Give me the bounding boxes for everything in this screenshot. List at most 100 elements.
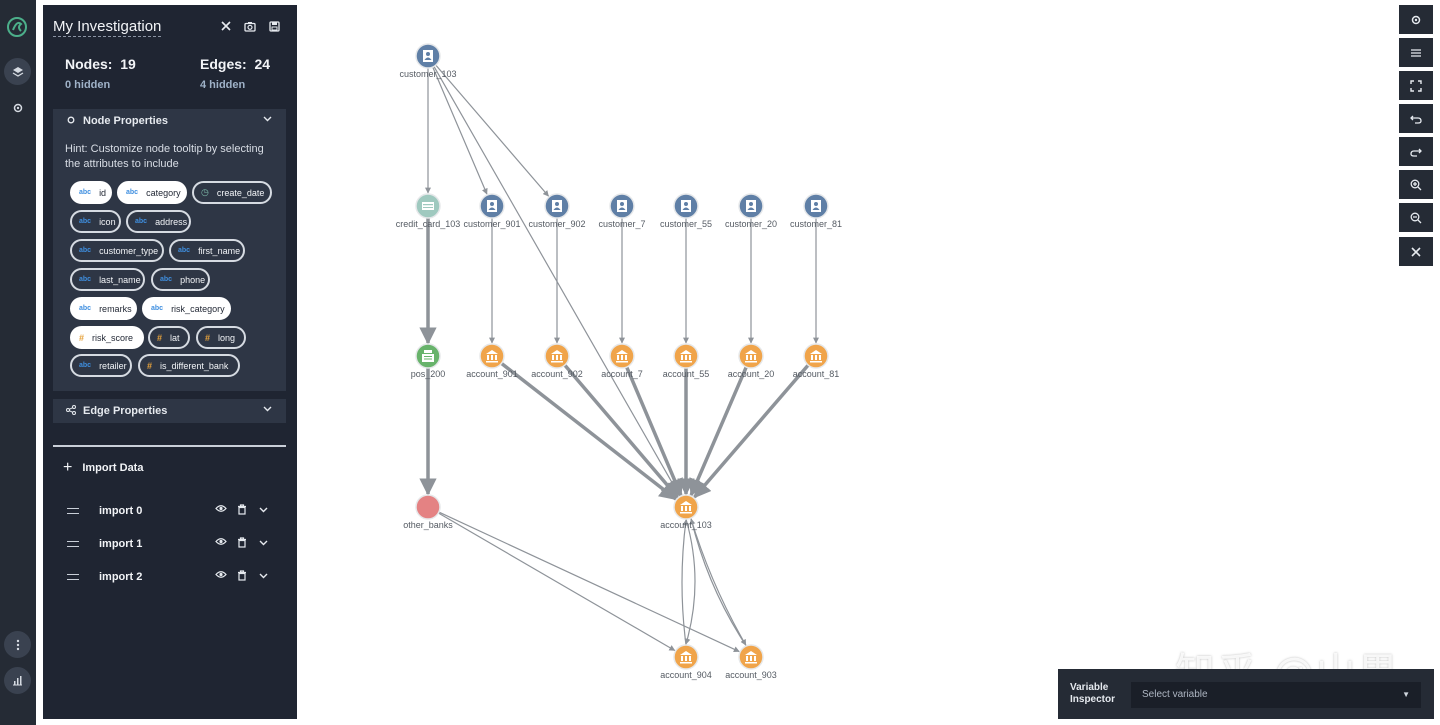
text-type-icon: abc xyxy=(126,189,139,196)
graph-node[interactable]: account_55 xyxy=(663,343,710,379)
graph-node[interactable]: pos_200 xyxy=(411,343,446,379)
graph-node[interactable]: account_902 xyxy=(531,343,583,379)
eye-icon[interactable] xyxy=(215,504,227,516)
graph-edge[interactable] xyxy=(435,64,549,197)
trash-icon[interactable] xyxy=(237,537,247,551)
save-icon[interactable] xyxy=(267,19,281,33)
chevron-down-icon[interactable] xyxy=(259,570,268,582)
variable-select-placeholder: Select variable xyxy=(1142,689,1208,700)
graph-node[interactable]: account_81 xyxy=(793,343,840,379)
graph-node[interactable]: account_904 xyxy=(660,644,712,680)
zoom-out-icon[interactable] xyxy=(1399,203,1433,232)
eye-icon[interactable] xyxy=(215,537,227,549)
graph-node[interactable]: account_903 xyxy=(725,644,777,680)
graph-node[interactable]: customer_20 xyxy=(725,193,777,229)
graph-edge[interactable] xyxy=(690,517,747,646)
graph-node[interactable]: customer_901 xyxy=(463,193,521,229)
graph-edge[interactable] xyxy=(689,366,748,497)
undo-icon[interactable] xyxy=(1399,104,1433,133)
text-type-icon: abc xyxy=(135,218,148,225)
graph-edge[interactable] xyxy=(684,518,696,645)
close-icon[interactable] xyxy=(219,19,233,33)
drag-handle-icon[interactable] xyxy=(67,541,79,547)
graph-node[interactable]: customer_902 xyxy=(528,193,586,229)
fullscreen-icon[interactable] xyxy=(1399,71,1433,100)
chevron-down-icon[interactable] xyxy=(259,504,268,516)
chevron-down-icon[interactable] xyxy=(259,537,268,549)
trash-icon[interactable] xyxy=(237,504,247,518)
variable-select[interactable]: Select variable ▼ xyxy=(1131,682,1421,708)
bank-node-circle[interactable] xyxy=(415,494,441,520)
graph-node[interactable]: customer_55 xyxy=(660,193,712,229)
graph-node[interactable]: account_103 xyxy=(660,494,712,530)
attribute-chip-create-date[interactable]: ◷create_date xyxy=(192,181,272,204)
gear-icon[interactable] xyxy=(4,94,31,121)
graph-edge[interactable] xyxy=(681,519,689,646)
customer-glyph-icon xyxy=(617,200,627,212)
trash-icon[interactable] xyxy=(237,570,247,584)
more-vertical-icon[interactable] xyxy=(4,631,31,658)
panel-title[interactable]: My Investigation xyxy=(53,18,162,37)
bar-chart-icon[interactable] xyxy=(4,667,31,694)
graph-node[interactable]: account_901 xyxy=(466,343,518,379)
graph-node[interactable]: customer_81 xyxy=(790,193,842,229)
graph-edge[interactable] xyxy=(432,66,488,195)
node-label: customer_55 xyxy=(660,219,712,229)
account-glyph-icon xyxy=(680,651,692,664)
graph-node[interactable]: other_banks xyxy=(403,494,453,530)
customer-glyph-icon xyxy=(811,200,821,212)
graph-edge[interactable] xyxy=(438,511,740,653)
attribute-chip-long[interactable]: #long xyxy=(196,326,246,349)
drag-handle-icon[interactable] xyxy=(67,508,79,514)
customer-glyph-icon xyxy=(746,200,756,212)
chevron-down-icon[interactable] xyxy=(263,404,272,415)
layers-icon[interactable] xyxy=(4,58,31,85)
edge-properties-header[interactable]: Edge Properties xyxy=(53,399,286,423)
zoom-in-icon[interactable] xyxy=(1399,170,1433,199)
graph-edge[interactable] xyxy=(500,361,678,501)
edge-properties-title: Edge Properties xyxy=(83,405,168,417)
drag-handle-icon[interactable] xyxy=(67,574,79,580)
text-type-icon: abc xyxy=(79,218,92,225)
graph-edge[interactable] xyxy=(693,363,810,499)
graph-edge[interactable] xyxy=(689,518,747,647)
graph-edge[interactable] xyxy=(563,363,679,499)
text-type-icon: abc xyxy=(79,247,92,254)
camera-icon[interactable] xyxy=(243,19,257,33)
redo-icon[interactable] xyxy=(1399,137,1433,166)
import-row[interactable]: import 2 xyxy=(67,570,277,591)
attribute-chip-is-different-bank[interactable]: #is_different_bank xyxy=(138,354,240,377)
eye-icon[interactable] xyxy=(215,570,227,582)
settings-gear-icon[interactable] xyxy=(1399,5,1433,34)
chevron-down-icon[interactable] xyxy=(263,114,272,125)
graph-node[interactable]: customer_103 xyxy=(399,43,457,79)
graph-node[interactable]: credit_card_103 xyxy=(396,193,461,229)
list-icon[interactable] xyxy=(1399,38,1433,67)
import-row[interactable]: import 1 xyxy=(67,537,277,558)
clear-close-icon[interactable] xyxy=(1399,237,1433,266)
graph-edge[interactable] xyxy=(625,366,683,497)
import-row[interactable]: import 0 xyxy=(67,504,277,525)
attribute-chip-lat[interactable]: #lat xyxy=(148,326,190,349)
node-properties-header[interactable]: Node Properties xyxy=(53,109,286,133)
graph-node[interactable]: account_20 xyxy=(728,343,775,379)
graph-node[interactable]: account_7 xyxy=(601,343,643,379)
graph-edge[interactable] xyxy=(438,512,676,651)
graph-node[interactable]: customer_7 xyxy=(598,193,646,229)
attribute-chip-risk-score[interactable]: #risk_score xyxy=(70,326,144,349)
import-data-button[interactable]: + Import Data xyxy=(63,459,143,477)
node-label: account_7 xyxy=(601,369,643,379)
node-label: account_20 xyxy=(728,369,775,379)
